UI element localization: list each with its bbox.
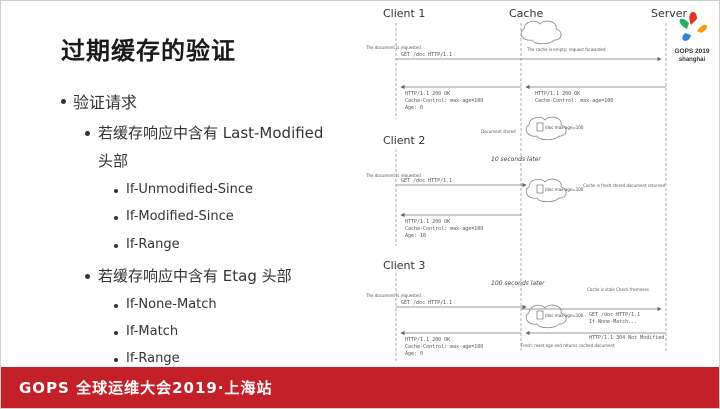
logo-text-year: GOPS 2019 xyxy=(674,48,709,55)
footer-bar: GOPS 全球运维大会2019·上海站 xyxy=(1,367,719,408)
doc-label-3: /doc max-age=100 xyxy=(545,313,584,318)
bullet-if-none-match: If-None-Match xyxy=(126,297,217,312)
header-client2: Client 2 xyxy=(383,134,425,147)
resp-3-line1: HTTP/1.1 200 OK xyxy=(405,337,450,343)
bullet-dot xyxy=(114,304,118,308)
logo-text-city: shanghai xyxy=(679,57,706,63)
bullet-last-modified: 若缓存响应中含有 Last-Modified xyxy=(98,124,324,142)
bullet-dot xyxy=(85,274,90,279)
resp-3-line3: Age: 0 xyxy=(405,351,423,357)
document-icon xyxy=(536,122,544,132)
bullet-dot xyxy=(114,358,118,362)
cache-note-3: Cache is stale Check freshness xyxy=(587,287,649,292)
bullet-etag: 若缓存响应中含有 Etag 头部 xyxy=(98,267,292,285)
client-resp-1-line3: Age: 0 xyxy=(405,105,423,111)
gops-logo: GOPS 2019 shanghai xyxy=(674,11,710,63)
bullet-dot xyxy=(114,244,118,248)
get-request-3: GET /doc HTTP/1.1 xyxy=(401,300,452,306)
cache-note-2: Cache is fresh stored document returned xyxy=(583,183,666,188)
doc-label-2: /doc max-age=100 xyxy=(545,187,584,192)
document-icon xyxy=(536,184,544,194)
scenario-1: The document is requested GET /doc HTTP/… xyxy=(365,20,666,141)
bullet-dot xyxy=(114,189,118,193)
get-request-1: GET /doc HTTP/1.1 xyxy=(401,52,452,58)
time-later-3: 100 seconds later xyxy=(491,280,545,287)
document-icon xyxy=(536,310,544,320)
scenario-2: 10 seconds later The document is request… xyxy=(365,156,666,239)
reset-note: Fresh: reset age and returns cached docu… xyxy=(521,343,615,348)
bullet-if-unmodified-since: If-Unmodified-Since xyxy=(126,182,254,197)
cloud-icon xyxy=(525,304,567,329)
conditional-line1: GET /doc HTTP/1.1 xyxy=(589,312,640,318)
bullet-if-match: If-Match xyxy=(126,324,179,339)
resp-2-line2: Cache-Control: max-age=100 xyxy=(405,226,483,232)
header-server: Server xyxy=(651,7,688,20)
header-cache: Cache xyxy=(509,7,543,20)
conditional-line2: If-None-Match... xyxy=(589,319,637,325)
cache-validation-diagram: Client 1 Cache Server GOPS 2019 shanghai… xyxy=(365,7,710,363)
bullet-last-modified-cont: 头部 xyxy=(98,152,129,170)
client-resp-1-line1: HTTP/1.1 200 OK xyxy=(405,91,450,97)
bullet-dot xyxy=(114,331,118,335)
header-client3: Client 3 xyxy=(383,259,425,272)
note-requested-1: The document is requested xyxy=(365,45,421,50)
get-request-2: GET /doc HTTP/1.1 xyxy=(401,178,452,184)
header-client1: Client 1 xyxy=(383,7,425,20)
bullet-if-range: If-Range xyxy=(126,237,180,252)
cloud-icon xyxy=(525,116,567,141)
cache-note-1: The cache is empty; request forwarded xyxy=(526,47,606,52)
bullet-dot xyxy=(114,216,118,220)
resp-2-line3: Age: 10 xyxy=(405,233,426,239)
client-resp-1-line2: Cache-Control: max-age=100 xyxy=(405,98,483,104)
footer-text: GOPS 全球运维大会2019·上海站 xyxy=(19,379,273,397)
bullet-validation-request: 验证请求 xyxy=(73,93,138,112)
note-requested-2: The document is requested xyxy=(365,173,421,178)
server-resp-1-line2: Cache-Control: max-age=100 xyxy=(535,98,613,104)
resp-2-line1: HTTP/1.1 200 OK xyxy=(405,219,450,225)
cloud-icon xyxy=(525,178,567,203)
slide-title: 过期缓存的验证 xyxy=(61,37,236,65)
scenario-3: 100 seconds later The document is reques… xyxy=(365,280,666,357)
doc-label-1: /doc max-age=100 xyxy=(545,125,584,130)
resp-3-line2: Cache-Control: max-age=100 xyxy=(405,344,483,350)
time-later-2: 10 seconds later xyxy=(491,156,541,163)
bullet-dot xyxy=(85,131,90,136)
server-resp-1-line1: HTTP/1.1 200 OK xyxy=(535,91,580,97)
logo-flower-icon xyxy=(679,11,708,41)
bullet-if-range-2: If-Range xyxy=(126,351,180,366)
bullet-list: 验证请求 若缓存响应中含有 Last-Modified 头部 If-Unmodi… xyxy=(1,1,361,369)
bullet-dot xyxy=(61,99,66,104)
note-requested-3: The document is requested xyxy=(365,293,421,298)
stored-note: Document stored xyxy=(481,129,516,134)
bullet-if-modified-since: If-Modified-Since xyxy=(126,209,234,224)
not-modified: HTTP/1.1 304 Not Modified xyxy=(589,335,664,341)
cloud-icon xyxy=(520,20,562,45)
